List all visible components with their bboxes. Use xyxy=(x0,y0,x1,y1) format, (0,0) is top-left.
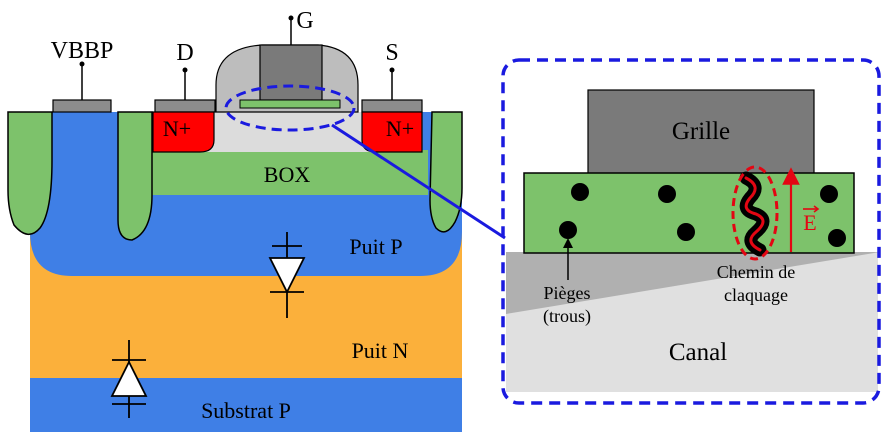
trap-dot xyxy=(677,223,695,241)
n-plus-drain-label: N+ xyxy=(163,116,191,141)
chemin-label-line1: Chemin de xyxy=(717,262,796,282)
trap-wedge xyxy=(506,252,880,314)
sti-left xyxy=(7,111,53,235)
diode-nwell-substrate xyxy=(110,340,148,418)
drain-label: D xyxy=(176,40,193,66)
drain-terminal xyxy=(182,67,188,73)
vbbp-contact xyxy=(52,99,112,113)
substrat-p-label: Substrat P xyxy=(201,398,291,423)
vbbp-label: VBBP xyxy=(51,38,114,64)
sti-middle xyxy=(117,111,153,241)
gate-label: G xyxy=(296,8,313,34)
trap-dot xyxy=(571,183,589,201)
diode-pwell-nwell xyxy=(268,232,306,318)
source-contact xyxy=(361,99,423,113)
zoom-connector-line xyxy=(331,123,506,240)
canal-label: Canal xyxy=(669,339,727,366)
zoom-panel: Grille E Chemin de claquage Pièges (trou… xyxy=(501,58,881,405)
n-plus-source-label: N+ xyxy=(386,116,414,141)
vbbp-terminal xyxy=(79,61,85,67)
drain-contact xyxy=(154,99,216,113)
trap-dot xyxy=(559,221,577,239)
source-terminal xyxy=(389,67,395,73)
trap-dot xyxy=(820,185,838,203)
pieges-label-line2: (trous) xyxy=(543,306,591,327)
substrate-p-layer xyxy=(30,378,462,432)
trap-dot xyxy=(658,185,676,203)
pieges-label-line1: Pièges xyxy=(544,283,591,303)
zoom-panel-border xyxy=(501,58,881,405)
n-plus-source-region xyxy=(361,111,423,153)
source-label: S xyxy=(385,40,398,66)
gate-terminal xyxy=(288,15,294,21)
field-vector-tip xyxy=(813,205,820,213)
breakdown-path xyxy=(731,165,779,261)
puit-p-label: Puit P xyxy=(349,234,402,259)
gate-oxide xyxy=(239,99,341,109)
sti-right xyxy=(429,111,463,233)
grille-label: Grille xyxy=(672,118,730,145)
chemin-label-line2: claquage xyxy=(724,285,788,305)
puit-n-label: Puit N xyxy=(352,338,409,363)
trap-dot xyxy=(828,229,846,247)
box-label: BOX xyxy=(264,162,311,187)
box-oxide xyxy=(118,150,428,195)
grille-block xyxy=(587,89,815,176)
breakdown-ellipse xyxy=(731,165,779,261)
field-label: E xyxy=(803,210,816,235)
gate-electrode xyxy=(259,44,323,101)
zoom-source-ellipse xyxy=(224,84,356,132)
n-plus-drain-region xyxy=(152,111,215,153)
